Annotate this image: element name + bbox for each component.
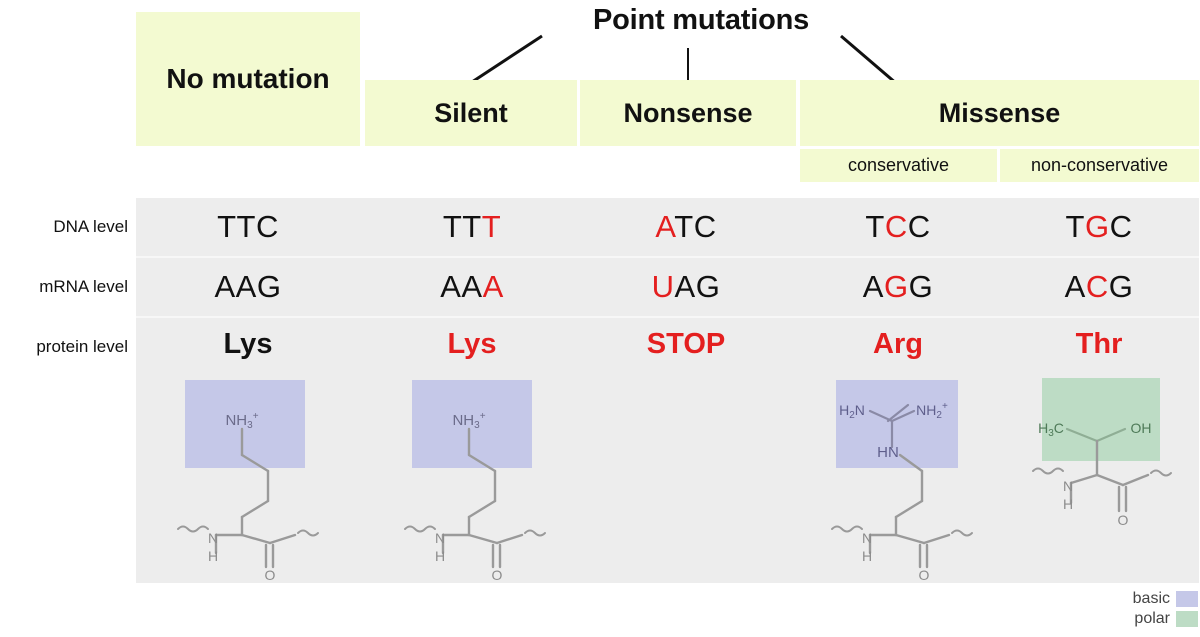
swatch-basic-lysine-0 — [185, 380, 305, 468]
cell-mrna-0: AAG — [148, 269, 348, 305]
base: AA — [214, 269, 257, 304]
svg-text:N: N — [1063, 478, 1073, 494]
subheader-non-conservative: non-conservative — [1000, 149, 1199, 182]
row-divider — [136, 256, 1199, 258]
cell-mrna-4: ACG — [999, 269, 1199, 305]
row-label-dna: DNA level — [53, 217, 128, 236]
header-nonsense: Nonsense — [580, 80, 796, 146]
structure-lysine-0: NH3+ N H O — [177, 411, 319, 580]
base: C — [1109, 209, 1133, 244]
base: T — [865, 209, 885, 244]
mutated-base: G — [1084, 209, 1110, 244]
header-no-mutation: No mutation — [136, 12, 360, 146]
base: C — [907, 209, 931, 244]
structure-threonine: H3C OH N H O — [1032, 420, 1172, 528]
cell-dna-1: TTT — [372, 209, 572, 245]
legend: basic polar — [1060, 590, 1200, 634]
cell-mrna-2: UAG — [586, 269, 786, 305]
cell-dna-0: TTC — [148, 209, 348, 245]
structure-lysine-1: NH3+ N H O — [404, 411, 546, 580]
swatch-basic-lysine-1 — [412, 380, 532, 468]
header-silent: Silent — [365, 80, 577, 146]
legend-item-basic: basic — [1133, 590, 1198, 608]
base: A — [862, 269, 884, 304]
cell-protein-2: STOP — [646, 328, 726, 360]
svg-text:OH: OH — [1131, 420, 1152, 436]
cell-dna-3: TCC — [798, 209, 998, 245]
svg-text:N: N — [862, 530, 872, 546]
subheader-conservative-label: conservative — [847, 155, 950, 175]
mutated-base: A — [482, 269, 504, 304]
base: TC — [674, 209, 717, 244]
svg-text:O: O — [492, 567, 503, 580]
table-body — [136, 198, 1199, 583]
svg-text:N: N — [435, 530, 445, 546]
header-missense-label: Missense — [938, 97, 1061, 128]
base: TT — [217, 209, 256, 244]
header-silent-label: Silent — [434, 97, 508, 128]
row-divider — [136, 316, 1199, 318]
legend-label-polar: polar — [1134, 610, 1170, 627]
svg-text:NH3+: NH3+ — [452, 411, 485, 431]
svg-text:O: O — [1118, 512, 1129, 528]
row-label-mrna: mRNA level — [39, 277, 128, 296]
row-label-protein: protein level — [36, 337, 128, 356]
base: AG — [674, 269, 721, 304]
page-title: Point mutations — [592, 4, 810, 36]
mutated-base: T — [481, 209, 502, 244]
svg-text:NH2+: NH2+ — [916, 401, 948, 421]
svg-text:O: O — [919, 567, 930, 580]
cell-protein-1: Lys — [447, 328, 497, 360]
swatch-polar-threonine — [1042, 378, 1160, 461]
svg-text:NH3+: NH3+ — [225, 411, 258, 431]
svg-text:H: H — [1063, 496, 1073, 512]
svg-text:H2N: H2N — [839, 402, 865, 421]
svg-text:N: N — [208, 530, 218, 546]
base: AA — [440, 269, 483, 304]
svg-text:H: H — [208, 548, 218, 564]
svg-text:H3C: H3C — [1038, 420, 1064, 439]
header-missense: Missense — [800, 80, 1199, 146]
legend-item-polar: polar — [1134, 610, 1198, 628]
cell-mrna-1: AAA — [372, 269, 572, 305]
cell-protein-0: Lys — [223, 328, 273, 360]
svg-text:HN: HN — [877, 444, 899, 461]
header-no-mutation-label: No mutation — [166, 63, 330, 94]
mutated-base: G — [883, 269, 909, 304]
base: TT — [442, 209, 482, 244]
base: T — [1065, 209, 1085, 244]
svg-text:H: H — [435, 548, 445, 564]
base: G — [1108, 269, 1134, 304]
base: A — [1064, 269, 1086, 304]
cell-dna-4: TGC — [999, 209, 1199, 245]
base: C — [255, 209, 279, 244]
header-nonsense-label: Nonsense — [623, 97, 753, 128]
mutated-base: U — [651, 269, 675, 304]
subheader-conservative: conservative — [800, 149, 997, 182]
structure-arginine: H2N NH2+ HN N H O — [831, 401, 973, 580]
mutated-base: C — [884, 209, 908, 244]
svg-text:H: H — [862, 548, 872, 564]
legend-label-basic: basic — [1132, 590, 1170, 607]
base: G — [908, 269, 934, 304]
cell-protein-4: Thr — [1075, 328, 1123, 360]
cell-mrna-3: AGG — [798, 269, 998, 305]
subheader-non-conservative-label: non-conservative — [1030, 155, 1169, 175]
svg-text:O: O — [265, 567, 276, 580]
swatch-basic-arginine — [836, 380, 958, 468]
cell-dna-2: ATC — [586, 209, 786, 245]
base: G — [256, 269, 282, 304]
legend-swatch-basic — [1176, 591, 1198, 607]
legend-swatch-polar — [1176, 611, 1198, 627]
cell-protein-3: Arg — [873, 328, 923, 360]
mutated-base: A — [655, 209, 675, 244]
mutated-base: C — [1085, 269, 1109, 304]
